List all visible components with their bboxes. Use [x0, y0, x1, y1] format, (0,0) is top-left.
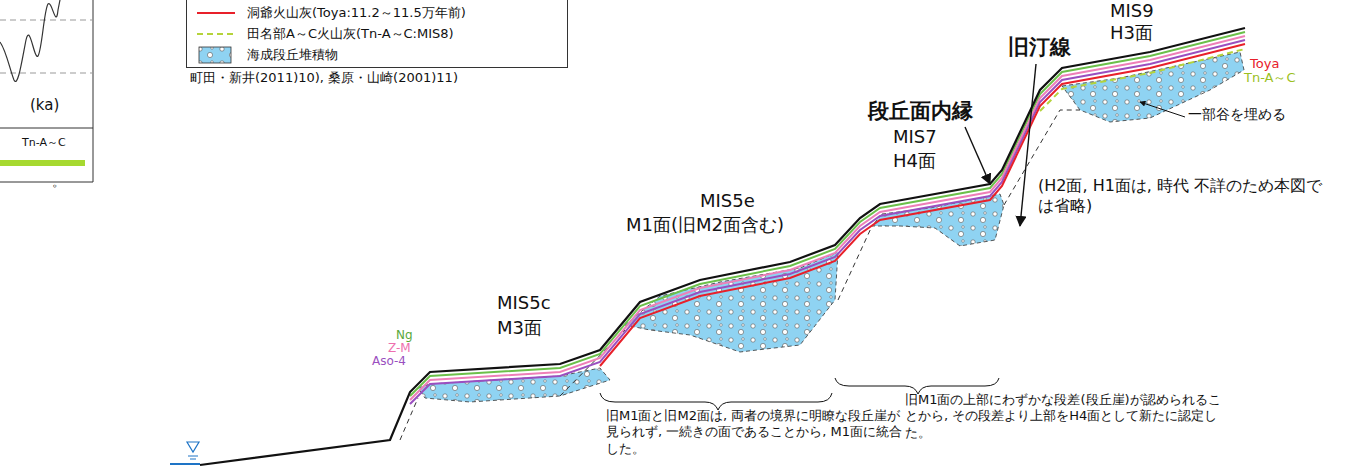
tephra-line — [410, 32, 1245, 396]
legend-text: 田名部A～C火山灰(Tn-A～C:MIS8) — [247, 25, 454, 43]
leader-arrows — [600, 64, 1185, 410]
tephra-line — [410, 40, 1245, 404]
chart-fragment — [0, 0, 93, 182]
note-text: 旧M1面の上部にわずかな段差(段丘崖)が認められることから, その段差より上部を… — [905, 392, 1225, 441]
note-label: 一部谷を埋める — [1188, 106, 1286, 124]
ground-surface — [200, 28, 1245, 465]
tephra-label: Z-M — [388, 341, 411, 356]
legend-sample — [195, 24, 239, 44]
legend-sample — [195, 3, 239, 23]
stage-label: MIS9 — [1110, 0, 1154, 23]
legend-sample — [195, 45, 239, 65]
stage-label: MIS5e — [700, 190, 755, 213]
text-fragment: 。 — [52, 174, 65, 190]
tephra-layers — [410, 32, 1245, 404]
callout-label: 段丘面内縁 — [868, 98, 973, 124]
surface-label: M3面 — [497, 317, 542, 340]
legend-text: 海成段丘堆積物 — [247, 46, 338, 64]
legend-entry: 海成段丘堆積物 — [195, 45, 565, 65]
legend-box: 洞爺火山灰(Toya:11.2～11.5万年前) 田名部A～C火山灰(Tn-A～C… — [186, 0, 568, 68]
stage-label: MIS5c — [497, 292, 551, 315]
surface-label: M1面(旧M2面含む) — [626, 214, 784, 237]
tephra-label: Toya — [1250, 56, 1279, 72]
legend-entry: 田名部A～C火山灰(Tn-A～C:MIS8) — [195, 24, 565, 44]
note-text: 旧M1面と旧M2面は, 両者の境界に明瞭な段丘崖が見られず, 一続きの面であるこ… — [606, 408, 906, 457]
tephra-line — [410, 36, 1245, 400]
tephra-label: Tn-A～C — [1244, 70, 1296, 86]
chart-label: Tn-A～C — [22, 136, 66, 150]
citation: 町田・新井(2011)10), 桑原・山崎(2001)11) — [190, 70, 458, 86]
surface-label: H4面 — [893, 150, 936, 173]
tephra-label: Ng — [396, 328, 413, 343]
stage-label: MIS7 — [893, 126, 937, 149]
axis-unit: (ka) — [30, 96, 59, 115]
tephra-label: Aso-4 — [372, 354, 406, 369]
sea-level — [170, 442, 200, 464]
legend-text: 洞爺火山灰(Toya:11.2～11.5万年前) — [247, 4, 466, 22]
tephra-line — [600, 44, 1245, 366]
note-label: (H2面, H1面は, 時代 不詳のため本図では省略) — [1038, 176, 1338, 216]
surface-label: H3面 — [1110, 22, 1153, 45]
marine-terrace-deposit — [418, 52, 1244, 402]
callout-label: 旧汀線 — [1008, 34, 1071, 60]
legend-entry: 洞爺火山灰(Toya:11.2～11.5万年前) — [195, 3, 565, 23]
